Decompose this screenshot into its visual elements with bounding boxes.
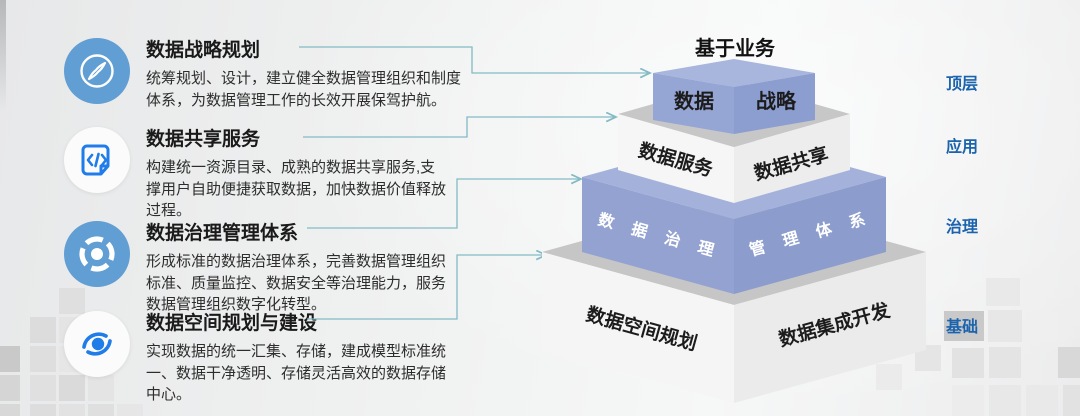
connector-line-space: [307, 255, 546, 320]
governance-target-icon: [64, 221, 130, 287]
mosaic-square: [30, 317, 56, 343]
layer2-left-face: [618, 114, 734, 203]
desc-line: 构建统一资源目录、成熟的数据共享服务,支: [146, 159, 436, 176]
mosaic-square: [1026, 312, 1058, 342]
code-document-icon: [64, 127, 130, 193]
compass-icon: [64, 38, 130, 104]
mosaic-square: [117, 404, 143, 416]
mosaic-square: [0, 346, 20, 372]
feature-item-data-strategy: 数据战略规划 统筹规划、设计，建立健全数据管理组织和制度 体系，为数据管理工作的…: [64, 38, 461, 111]
level-label-application: 应用: [946, 139, 979, 156]
mosaic-square: [986, 278, 1020, 306]
corner-shadow-decoration: [0, 0, 6, 112]
mosaic-square: [1058, 347, 1080, 378]
feature-description: 形成标准的数据治理体系，完善数据管理组织 标准、质量监控、数据安全等治理能力，服…: [146, 251, 446, 316]
feature-item-data-space: 数据空间规划与建设 实现数据的统一汇集、存储，建成模型标准统 一、数据干净透明、…: [64, 311, 446, 406]
mosaic-square: [989, 347, 1021, 378]
connector-line-governance: [307, 179, 581, 229]
layer1-right-label: 战略: [756, 89, 797, 113]
feature-item-data-governance: 数据治理管理体系 形成标准的数据治理体系，完善数据管理组织 标准、质量监控、数据…: [64, 221, 446, 316]
mosaic-square: [59, 404, 85, 416]
layer3-left-face: [582, 177, 734, 294]
feature-description: 实现数据的统一汇集、存储，建成模型标准统 一、数据干净透明、存储灵活高效的数据存…: [146, 341, 446, 406]
mosaic-square: [30, 346, 56, 372]
mosaic-square: [0, 375, 20, 401]
layer1-left-label: 数据: [674, 89, 714, 113]
desc-line: 实现数据的统一汇集、存储，建成模型标准统: [146, 343, 447, 360]
desc-line: 中心。: [146, 386, 192, 403]
mosaic-square: [30, 375, 56, 401]
desc-line: 形成标准的数据治理体系，完善数据管理组织: [146, 253, 447, 270]
desc-line: 标准、质量监控、数据安全等治理能力，服务: [146, 274, 447, 292]
level-label-top: 顶层: [946, 76, 979, 93]
mosaic-square: [88, 404, 114, 416]
feature-item-data-sharing: 数据共享服务 构建统一资源目录、成熟的数据共享服务,支 撑用户自助便捷获取数据，…: [64, 127, 446, 222]
pyramid-layer-top: [653, 59, 815, 134]
feature-title: 数据战略规划: [146, 40, 261, 61]
desc-line: 一、数据干净透明、存储灵活高效的数据存储: [146, 364, 447, 382]
feature-title: 数据共享服务: [146, 129, 261, 150]
mosaic-square: [944, 311, 984, 341]
mosaic-square: [988, 310, 1022, 342]
level-label-foundation: 基础: [946, 319, 979, 336]
layer4-right-face: [734, 252, 926, 403]
connector-line-sharing: [303, 117, 616, 138]
desc-line: 数据管理组织数字化转型。: [146, 296, 327, 313]
mosaic-square: [59, 288, 85, 314]
desc-line: 统筹规划、设计，建立健全数据管理组织和制度: [146, 70, 462, 87]
feature-description: 统筹规划、设计，建立健全数据管理组织和制度 体系，为数据管理工作的长效开展保驾护…: [146, 68, 461, 111]
layer2-right-face: [734, 114, 850, 203]
layer3-right-face: [734, 177, 886, 294]
desc-line: 体系，为数据管理工作的长效开展保驾护航。: [146, 91, 447, 109]
feature-title: 数据治理管理体系: [146, 223, 299, 244]
mosaic-square: [30, 404, 56, 416]
mosaic-square: [952, 385, 984, 416]
desc-line: 过程。: [146, 202, 192, 219]
mosaic-square: [0, 404, 20, 416]
pyramid-caption: 基于业务: [695, 38, 775, 60]
data-eye-icon: [64, 311, 130, 377]
mosaic-square: [88, 375, 114, 401]
mosaic-square: [1063, 385, 1080, 416]
connector-line-strategy: [299, 46, 650, 73]
desc-line: 撑用户自助便捷获取数据，加快数据价值释放: [146, 180, 447, 198]
mosaic-square: [59, 375, 85, 401]
level-label-governance: 治理: [946, 219, 979, 236]
layer1-right-face: [734, 73, 815, 134]
mosaic-square: [952, 348, 984, 378]
mosaic-square: [1026, 385, 1058, 416]
mosaic-square: [876, 364, 902, 390]
layer4-left-face: [542, 252, 734, 403]
layer1-left-face: [653, 73, 734, 134]
feature-description: 构建统一资源目录、成熟的数据共享服务,支 撑用户自助便捷获取数据，加快数据价值释…: [146, 157, 446, 222]
feature-title: 数据空间规划与建设: [146, 313, 318, 334]
mosaic-square: [989, 385, 1021, 416]
